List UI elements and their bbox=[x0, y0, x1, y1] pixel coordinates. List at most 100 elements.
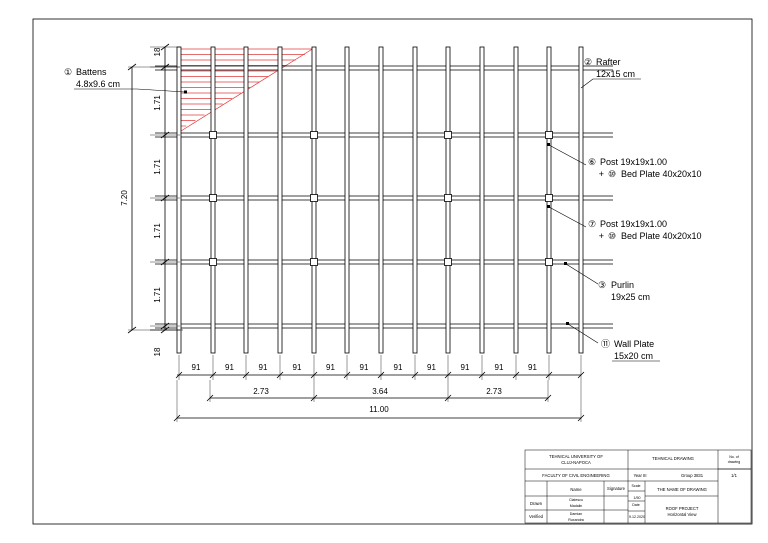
purlin-marker: ③ bbox=[598, 280, 606, 290]
callout-battens: ① Battens 4.8x9.6 cm bbox=[64, 67, 187, 94]
post bbox=[444, 194, 452, 202]
post6-marker: ⑥ bbox=[588, 157, 596, 167]
bottom-segment-label: 91 bbox=[427, 363, 436, 372]
post bbox=[444, 131, 452, 139]
bottom-segment-label: 91 bbox=[495, 363, 504, 372]
battens-hatch bbox=[179, 47, 315, 132]
left-dim-1: 1.71 bbox=[153, 95, 162, 111]
rafter bbox=[479, 46, 485, 354]
post bbox=[310, 258, 318, 266]
tb-drawn-name-1: Clatescu bbox=[569, 498, 583, 502]
tb-university-2: CLUJ-NAPOCA bbox=[561, 460, 591, 465]
bottom-segment-label: 91 bbox=[360, 363, 369, 372]
bottom-segment-label: 91 bbox=[326, 363, 335, 372]
svg-text:+: + bbox=[599, 169, 604, 179]
left-dim-4: 1.71 bbox=[153, 287, 162, 303]
rafter bbox=[277, 46, 283, 354]
title-block-text: TEHNICAL UNIVERSITY OF CLUJ-NAPOCA TEHNI… bbox=[529, 454, 740, 522]
post7-extra-marker: ⑩ bbox=[608, 231, 616, 241]
tb-no-drawing-1: No. of bbox=[729, 455, 739, 459]
rafter bbox=[344, 46, 350, 354]
post6-extra: Bed Plate 40x20x10 bbox=[621, 169, 702, 179]
rafter bbox=[243, 46, 249, 354]
tb-project-2: Horizontal View bbox=[667, 512, 697, 517]
purlin-name: Purlin bbox=[611, 280, 634, 290]
purlin-size: 19x25 cm bbox=[611, 292, 650, 302]
tb-year: Year III bbox=[633, 473, 646, 478]
svg-text:+: + bbox=[599, 231, 604, 241]
horizontal-members bbox=[155, 65, 613, 329]
bottom-segment-label: 91 bbox=[528, 363, 537, 372]
tb-no-drawing-2: drawing bbox=[728, 460, 741, 464]
callout-wall-plate: ⑪ Wall Plate 15x20 cm bbox=[566, 322, 660, 362]
wallplate-name: Wall Plate bbox=[614, 339, 654, 349]
post bbox=[310, 194, 318, 202]
rafter bbox=[176, 46, 182, 354]
tb-col-name: Name bbox=[570, 487, 582, 492]
tb-col-signature: Signature bbox=[607, 486, 626, 491]
post bbox=[209, 131, 217, 139]
callout-rafter: ② Rafter 12x15 cm bbox=[580, 57, 641, 89]
post7-extra: Bed Plate 40x20x10 bbox=[621, 231, 702, 241]
rafter-marker: ② bbox=[584, 57, 592, 67]
sheet-border bbox=[32, 18, 753, 525]
rafter-size: 12x15 cm bbox=[596, 69, 635, 79]
left-dim-3: 1.71 bbox=[153, 223, 162, 239]
bottom-segment-label: 91 bbox=[461, 363, 470, 372]
tb-drawing-name: THE NAME OF DRAWING bbox=[657, 487, 707, 492]
tb-drawing-type: TEHNICAL DRAWING bbox=[652, 456, 694, 461]
tb-verified-name-2: Ruxandra bbox=[568, 518, 584, 522]
tb-university-1: TEHNICAL UNIVERSITY OF bbox=[549, 454, 603, 459]
rafter-name: Rafter bbox=[596, 57, 621, 67]
post7-name: Post 19x19x1.00 bbox=[600, 219, 667, 229]
tb-group: Group 3831 bbox=[681, 473, 704, 478]
left-dimension-chain: 18 1.71 1.71 1.71 1.71 18 7.20 bbox=[120, 43, 183, 356]
bottom-segment-label: 91 bbox=[192, 363, 201, 372]
bottom-segment-label: 91 bbox=[225, 363, 234, 372]
post bbox=[444, 258, 452, 266]
post7-marker: ⑦ bbox=[588, 219, 596, 229]
callout-post-6: ⑥ Post 19x19x1.00 + ⑩ Bed Plate 40x20x10 bbox=[547, 143, 702, 179]
tb-verified-label: Verified bbox=[529, 514, 544, 519]
post6-extra-marker: ⑩ bbox=[608, 169, 616, 179]
battens-name: Battens bbox=[76, 67, 107, 77]
battens-size: 4.8x9.6 cm bbox=[76, 79, 120, 89]
tb-date-value: 9.12.2020 bbox=[629, 515, 645, 519]
posts bbox=[209, 131, 553, 266]
tb-scale-label: Scale bbox=[632, 484, 641, 488]
tb-drawn-label: Drawn bbox=[530, 501, 543, 506]
rafter bbox=[513, 46, 519, 354]
left-dim-bottom: 18 bbox=[153, 347, 162, 356]
bottom-group-1: 2.73 bbox=[253, 387, 269, 396]
bottom-group-3: 2.73 bbox=[486, 387, 502, 396]
bottom-segment-label: 91 bbox=[394, 363, 403, 372]
bottom-segment-label: 91 bbox=[259, 363, 268, 372]
bottom-dimension-chain: 91 91 91 91 91 91 91 91 91 91 91 2.73 3.64 2.73 11… bbox=[173, 355, 585, 422]
tb-drawn-name-2: Madalin bbox=[570, 504, 583, 508]
rafter bbox=[578, 46, 584, 354]
wallplate-marker: ⑪ bbox=[601, 339, 610, 349]
bottom-segment-label: 91 bbox=[293, 363, 302, 372]
left-dim-total: 7.20 bbox=[120, 190, 129, 206]
bottom-group-2: 3.64 bbox=[372, 387, 388, 396]
rafter bbox=[412, 46, 418, 354]
post6-name: Post 19x19x1.00 bbox=[600, 157, 667, 167]
battens-marker: ① bbox=[64, 67, 72, 77]
post bbox=[209, 194, 217, 202]
left-dim-2: 1.71 bbox=[153, 159, 162, 175]
tb-sheet: 1/1 bbox=[731, 473, 737, 478]
tb-verified-name-1: Damian bbox=[570, 512, 582, 516]
tb-scale-value: 1/50 bbox=[634, 496, 641, 500]
tb-project-1: ROOF PROJECT bbox=[666, 506, 699, 511]
bottom-total: 11.00 bbox=[369, 405, 389, 414]
post bbox=[545, 258, 553, 266]
left-dim-top: 18 bbox=[153, 47, 162, 56]
tb-date-label: Date bbox=[632, 503, 640, 507]
rafter bbox=[378, 46, 384, 354]
post bbox=[545, 131, 553, 139]
callout-post-7: ⑦ Post 19x19x1.00 + ⑩ Bed Plate 40x20x10 bbox=[547, 205, 702, 241]
title-block bbox=[524, 449, 752, 524]
post bbox=[545, 194, 553, 202]
callout-purlin: ③ Purlin 19x25 cm bbox=[564, 262, 650, 302]
